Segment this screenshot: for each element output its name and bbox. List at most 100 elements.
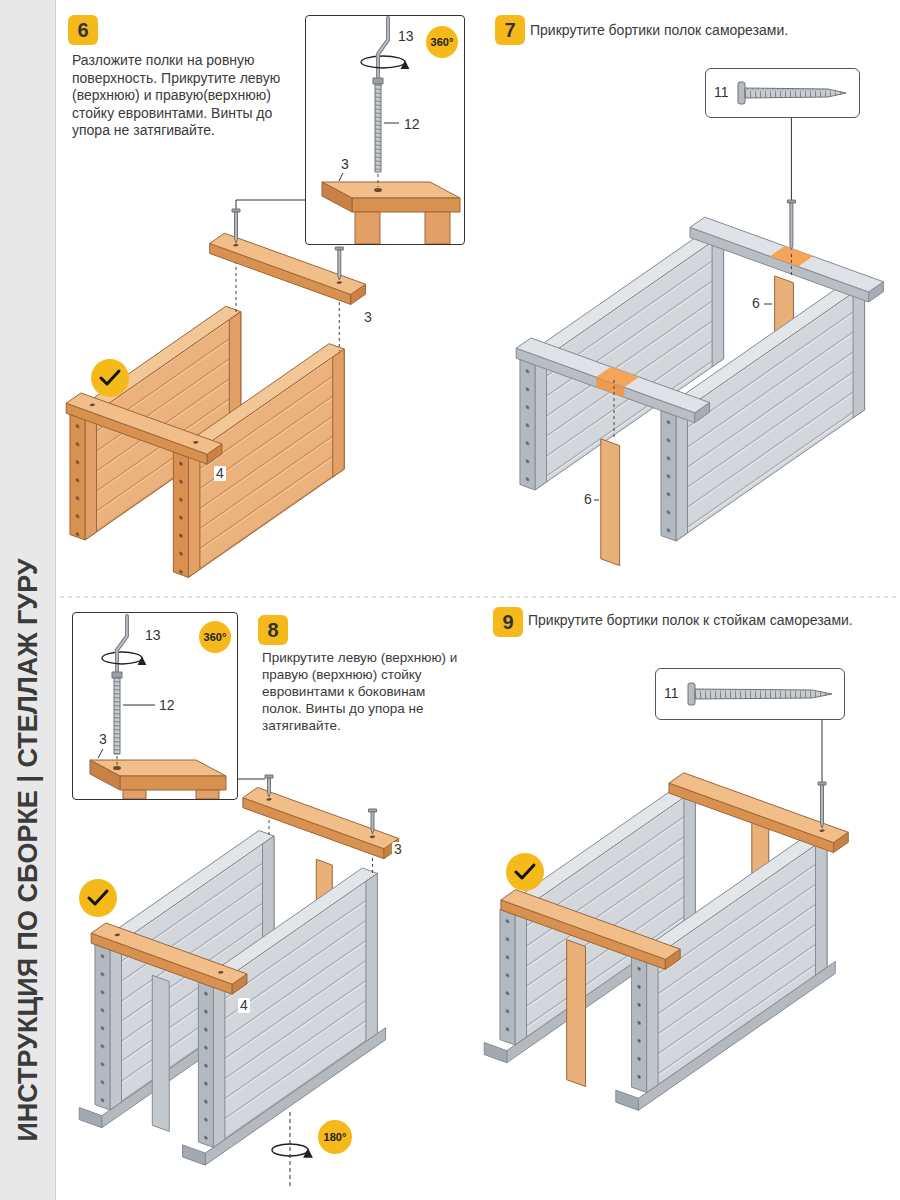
check-mark xyxy=(506,853,544,891)
shelf-frame-grey xyxy=(791,254,792,276)
side-title: ИНСТРУКЦИЯ ПО СБОРКЕ | СТЕЛЛАЖ ГУРУ xyxy=(13,558,44,1141)
leader-line xyxy=(791,118,792,200)
instruction-text: Прикрутите бортики полок саморезами. xyxy=(530,22,880,40)
detail-inset: 13123360° xyxy=(72,612,238,800)
check-mark xyxy=(91,359,129,397)
inset-drawing xyxy=(72,612,238,800)
shelf-frame-grey xyxy=(516,217,883,565)
shelf-frame-grey xyxy=(690,227,869,302)
shelf-frame-grey xyxy=(853,285,864,418)
callout-number: 3 xyxy=(99,731,107,747)
shelf-frame-grey xyxy=(369,835,376,839)
shelf-frame-grey xyxy=(819,829,826,833)
shelf-frame-grey xyxy=(596,367,639,387)
callout-number: 11 xyxy=(664,685,679,701)
shelf-frame-grey xyxy=(676,285,865,541)
shelf-frame-grey xyxy=(198,982,213,1147)
screw xyxy=(265,775,377,834)
shelf-frame-grey xyxy=(632,957,647,1092)
screw xyxy=(787,200,795,250)
inset-drawing xyxy=(384,123,399,124)
shelf-frame-grey xyxy=(213,873,377,1147)
shelf-frame-wood xyxy=(89,403,96,407)
inset-drawing xyxy=(373,78,383,84)
leader-line xyxy=(238,779,265,780)
shelf-frame-grey xyxy=(661,411,676,541)
shelf-frame-grey xyxy=(515,907,526,1045)
shelf-frame-grey xyxy=(516,338,709,413)
callout-number: 13 xyxy=(145,627,161,643)
shelf-frame-wood xyxy=(70,415,85,540)
inset-drawing xyxy=(123,705,155,706)
shelf-frame-grey xyxy=(690,217,883,292)
badge-text: 180° xyxy=(324,1131,347,1144)
rotation-badge: 360° xyxy=(199,621,231,653)
screw xyxy=(338,250,341,280)
rotation-symbol xyxy=(290,1112,291,1186)
callout-number: 6 xyxy=(582,492,594,507)
step-badge: 8 xyxy=(258,615,288,645)
screw xyxy=(371,812,374,834)
inset-drawing xyxy=(339,173,343,181)
callout-number: 6 xyxy=(750,296,762,311)
shelf-frame-wood xyxy=(210,233,366,294)
inset-drawing xyxy=(113,766,121,770)
shelf-frame-grey xyxy=(95,945,110,1110)
shelf-frame-grey xyxy=(516,338,709,413)
screw-picture xyxy=(738,82,745,104)
callout-number: 11 xyxy=(714,84,729,100)
shelf-frame-grey xyxy=(198,982,213,1147)
shelf-frame-grey xyxy=(95,945,110,1110)
shelf-frame-grey xyxy=(484,1043,507,1063)
screw xyxy=(235,212,238,243)
inset-drawing xyxy=(352,198,460,212)
shelf-frame-wood xyxy=(236,255,237,313)
shelf-frame-grey xyxy=(91,923,247,984)
shelf-frame-wood xyxy=(66,393,222,454)
inset-drawing xyxy=(361,62,405,68)
inset-drawing xyxy=(123,790,146,799)
inset-drawing xyxy=(90,760,120,790)
callout-number: 3 xyxy=(392,842,404,857)
shelf-frame-grey xyxy=(152,975,169,1131)
shelf-frame-grey xyxy=(500,910,515,1045)
shelf-frame-grey xyxy=(816,837,827,975)
shelf-frame-wood xyxy=(192,440,199,444)
check-mark xyxy=(91,359,129,397)
shelf-frame-grey xyxy=(616,1090,639,1110)
inset-drawing xyxy=(72,612,238,800)
shelf-frame-grey xyxy=(632,957,647,1092)
check-mark xyxy=(516,865,534,878)
check-mark xyxy=(89,891,107,904)
shelf-frame-grey xyxy=(535,357,546,490)
shelf-frame-grey xyxy=(516,348,695,423)
shelf-frame-grey xyxy=(684,790,695,928)
shelf-frame-wood xyxy=(173,452,188,577)
check-mark xyxy=(79,879,117,917)
shelf-frame-grey xyxy=(243,787,399,848)
rotation-badge: 180° xyxy=(318,1120,352,1154)
shelf-frame-grey xyxy=(616,1090,639,1110)
shelf-frame-grey xyxy=(243,787,399,848)
shelf-frame-grey xyxy=(676,408,687,541)
shelf-frame-wood xyxy=(188,349,344,577)
shelf-frame-wood xyxy=(66,393,222,454)
shelf-frame-grey xyxy=(183,1145,206,1165)
rotation-symbol xyxy=(272,1144,308,1150)
shelf-frame-grey xyxy=(79,787,398,1165)
inset-drawing xyxy=(102,658,142,664)
shelf-frame-wood xyxy=(66,233,365,577)
shelf-frame-grey xyxy=(213,873,377,1147)
shelf-frame-grey xyxy=(501,890,680,960)
badge-text: 8 xyxy=(267,619,278,642)
shelf-frame-grey xyxy=(484,1043,507,1063)
screw-picture xyxy=(688,683,832,705)
detail-inset: 13123360° xyxy=(305,15,465,245)
check-mark xyxy=(101,371,119,384)
shelf-frame-grey xyxy=(764,304,772,305)
check-mark xyxy=(506,853,544,891)
check-mark xyxy=(79,879,117,917)
inset-drawing xyxy=(112,672,122,678)
